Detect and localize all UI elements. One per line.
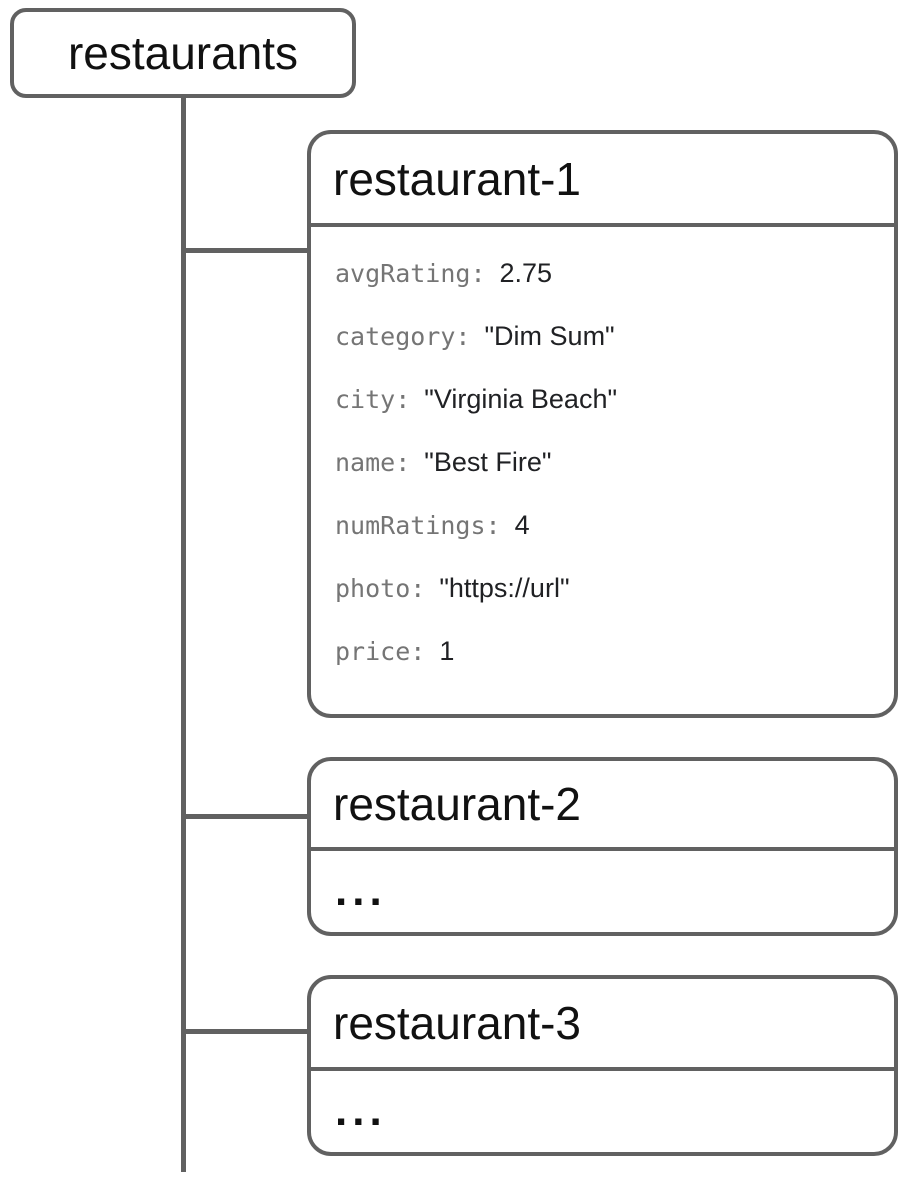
- field-row-category: category: "Dim Sum": [335, 321, 870, 351]
- field-name: price:: [335, 637, 426, 666]
- field-value: "Dim Sum": [484, 321, 615, 351]
- field-name: numRatings:: [335, 511, 501, 540]
- field-value: 1: [439, 636, 455, 666]
- field-name: city:: [335, 385, 411, 414]
- field-row-numratings: numRatings: 4: [335, 510, 870, 540]
- document-node-restaurant-1: restaurant-1 avgRating: 2.75 category: "…: [307, 130, 898, 718]
- tree-trunk-line: [181, 97, 186, 1172]
- field-value: 2.75: [499, 258, 553, 288]
- collection-node-restaurants: restaurants: [10, 8, 356, 98]
- field-row-price: price: 1: [335, 636, 870, 666]
- field-value: 4: [514, 510, 530, 540]
- collection-label: restaurants: [67, 27, 299, 79]
- truncated-fields-ellipsis: ...: [335, 1086, 387, 1135]
- document-fields: avgRating: 2.75 category: "Dim Sum" city…: [311, 227, 894, 666]
- truncated-fields-ellipsis: ...: [335, 866, 387, 915]
- document-title-restaurant-2: restaurant-2: [311, 761, 894, 851]
- document-title-restaurant-1: restaurant-1: [311, 134, 894, 227]
- field-row-name: name: "Best Fire": [335, 447, 870, 477]
- connector-line-restaurant-2: [183, 814, 309, 819]
- document-title-restaurant-3: restaurant-3: [311, 979, 894, 1071]
- connector-line-restaurant-3: [183, 1029, 309, 1034]
- field-name: photo:: [335, 574, 426, 603]
- document-node-restaurant-2: restaurant-2 ...: [307, 757, 898, 936]
- field-value: "https://url": [439, 573, 570, 603]
- field-value: "Virginia Beach": [424, 384, 618, 414]
- field-name: category:: [335, 322, 471, 351]
- document-node-restaurant-3: restaurant-3 ...: [307, 975, 898, 1156]
- field-row-avgrating: avgRating: 2.75: [335, 258, 870, 288]
- field-row-city: city: "Virginia Beach": [335, 384, 870, 414]
- field-row-photo: photo: "https://url": [335, 573, 870, 603]
- field-name: name:: [335, 448, 411, 477]
- field-name: avgRating:: [335, 259, 486, 288]
- connector-line-restaurant-1: [183, 248, 309, 253]
- field-value: "Best Fire": [424, 447, 552, 477]
